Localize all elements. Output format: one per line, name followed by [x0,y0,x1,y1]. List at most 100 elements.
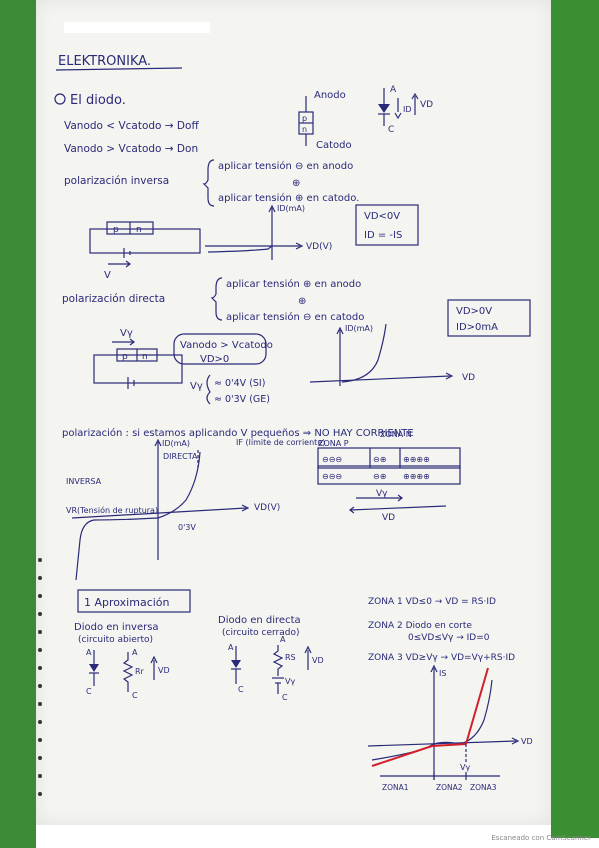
zona-2-condition: 0≤VD≤Vγ → ID=0 [408,633,490,643]
zona-3-definition: ZONA 3 VD≥Vγ → VD=Vγ+RS·ID [368,653,515,663]
svg-text:VD: VD [312,656,324,665]
svg-text:ID(mA): ID(mA) [345,324,373,333]
svg-text:ZONA3: ZONA3 [470,783,497,792]
label-anodo: Anodo [314,90,346,101]
svg-text:⊖⊕: ⊖⊕ [373,472,386,481]
section-diode: El diodo. [70,93,126,108]
brace [210,277,223,321]
svg-text:Vγ: Vγ [460,763,470,772]
svg-text:p: p [113,225,119,235]
bullet-icon [54,93,66,105]
inverse-model: A C A Rr C VD [86,648,170,700]
direct-iv-graph: ID(mA) VD [309,323,475,386]
diode-symbol: A C ID VD [378,85,433,135]
green-background-right [551,0,599,838]
inverse-column-sub: (circuito abierto) [78,635,153,645]
inverse-circuit: p n V [89,221,201,281]
svg-text:n: n [142,352,148,362]
svg-text:C: C [132,691,138,700]
vy-ge: ≈ 0'3V (GE) [214,394,270,405]
direct-circuit: Vγ p n [93,328,183,389]
svg-text:⊕⊕⊕⊕: ⊕⊕⊕⊕ [403,455,430,464]
direct-column-sub: (circuito cerrado) [222,628,299,638]
direct-model: A C A RS Vγ C VD [228,635,324,702]
svg-text:Vγ: Vγ [285,677,295,686]
redaction-box [64,22,210,33]
rule-on: Vanodo > Vcatodo → Don [64,143,198,155]
brace [206,374,211,405]
svg-text:A: A [390,85,397,95]
svg-text:Rr: Rr [135,667,145,676]
approximation-graph: IS VD Vγ ZONA1 ZONA2 ZONA3 [367,664,533,792]
svg-text:A: A [132,648,138,657]
title-underline [55,67,183,71]
notebook-paper [36,0,551,825]
approx-title: 1 Aproximación [84,596,170,609]
green-background-left [0,0,36,848]
svg-text:C: C [388,125,394,135]
binding-holes [38,558,42,796]
vy-label: Vγ [190,381,203,392]
full-iv-curve: ID(mA) IF (límite de corriente) DIRECTA … [66,438,325,581]
svg-text:ID(mA): ID(mA) [277,204,305,213]
svg-text:RS: RS [285,653,296,662]
direct-cond-2: VD>0 [200,354,229,365]
inverse-iv-graph: ID(mA) VD(V) [205,204,332,260]
svg-text:Vγ: Vγ [120,328,133,339]
svg-text:VD(V): VD(V) [306,242,332,252]
direct-line-1: aplicar tensión ⊕ en anodo [226,278,361,290]
direct-cond-1: Vanodo > Vcatodo [180,340,273,351]
direct-bias-label: polarización directa [62,293,165,305]
inverse-condition-box [355,204,419,246]
svg-text:⊕⊕⊕⊕: ⊕⊕⊕⊕ [403,472,430,481]
approx-title-box [77,589,191,613]
page-title: ELEKTRONIKA. [58,54,151,69]
direct-box-1: VD>0V [456,306,492,317]
direct-column-title: Diodo en directa [218,615,301,626]
inverse-line-2: aplicar tensión ⊕ en catodo. [218,192,359,204]
inverse-line-1: aplicar tensión ⊖ en anodo [218,160,353,172]
svg-text:VR(Tensión de ruptura): VR(Tensión de ruptura) [66,505,158,515]
svg-text:p: p [302,114,307,123]
svg-text:C: C [238,685,244,694]
svg-text:A: A [228,643,234,652]
direct-condition-bubble [173,333,267,365]
svg-text:ID(mA): ID(mA) [162,439,190,448]
label-catodo: Catodo [316,140,352,151]
svg-text:VD: VD [521,737,533,746]
direct-condition-box [447,299,531,337]
svg-text:⊖⊕: ⊖⊕ [373,455,386,464]
svg-text:C: C [86,687,92,696]
inverse-bias-label: polarización inversa [64,175,169,187]
svg-text:ZONA2: ZONA2 [436,783,463,792]
svg-text:V: V [104,270,111,281]
svg-text:VD(V): VD(V) [254,503,280,513]
inverse-box-1: VD<0V [364,211,400,222]
svg-text:n: n [136,225,142,235]
scanner-watermark: Escaneado con CamScanner [491,834,591,842]
zona-2-definition: ZONA 2 Diodo en corte [368,621,472,631]
zona-1-definition: ZONA 1 VD≤0 → VD = RS·ID [368,597,496,607]
svg-text:DIRECTA: DIRECTA [163,452,198,461]
svg-text:ZONA1: ZONA1 [382,783,409,792]
brace [202,159,215,207]
svg-text:p: p [122,352,128,362]
svg-text:VD: VD [158,666,170,675]
direct-line-2: aplicar tensión ⊖ en catodo [226,311,364,323]
svg-text:A: A [280,635,286,644]
vy-si: ≈ 0'4V (SI) [214,378,265,389]
polarization-note: polarización : si estamos aplicando V pe… [62,427,414,439]
svg-text:ZONA P: ZONA P [318,439,349,448]
pn-junction-diagram: p n Anodo Catodo [298,90,352,151]
svg-text:VD: VD [420,100,433,110]
svg-text:INVERSA: INVERSA [66,477,102,486]
svg-text:C: C [282,693,288,702]
rule-off: Vanodo < Vcatodo → Doff [64,120,199,132]
direct-plus: ⊕ [298,296,306,307]
inverse-plus: ⊕ [292,178,300,189]
svg-text:ZONA N: ZONA N [380,430,412,439]
svg-text:n: n [302,125,307,134]
svg-text:0'3V: 0'3V [178,523,196,532]
